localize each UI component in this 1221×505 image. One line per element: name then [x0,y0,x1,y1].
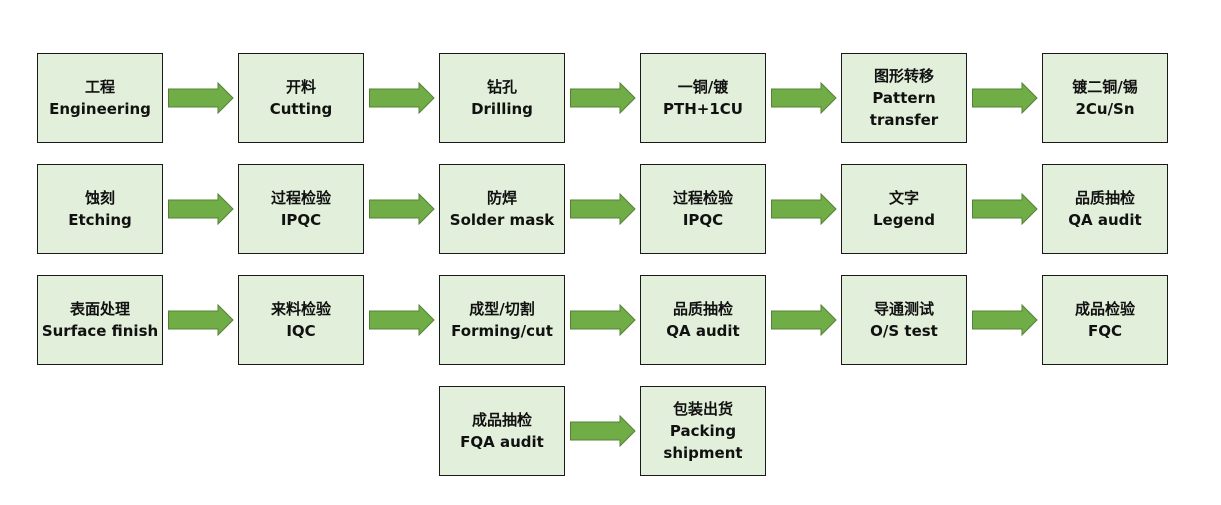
step-box-fqc: 成品检验 FQC [1042,275,1168,365]
flow-arrow-icon [570,304,636,336]
flow-arrow-icon [369,193,435,225]
step-box-ipqc-1: 过程检验 IPQC [238,164,364,254]
step-label-zh: 表面处理 [69,300,130,318]
step-label-zh: 成品抽检 [471,411,532,429]
step-label-zh: 文字 [888,189,919,207]
flow-arrow-icon [972,193,1038,225]
step-label-zh: 钻孔 [486,78,517,96]
step-label-en: QA audit [666,322,740,340]
step-label-zh: 过程检验 [270,189,331,207]
step-box-copper-tin: 镀二铜/锡 2Cu/Sn [1042,53,1168,143]
flow-arrow-icon [972,82,1038,114]
step-box-drilling: 钻孔 Drilling [439,53,565,143]
flow-arrow-icon [570,193,636,225]
step-label-zh: 过程检验 [672,189,733,207]
step-box-pattern-transfer: 图形转移 Pattern transfer [841,53,967,143]
step-label-en: shipment [663,444,743,462]
flow-arrow-icon [570,415,636,447]
flow-arrow-icon [369,304,435,336]
step-label-en: Pattern [872,89,936,107]
step-box-etching: 蚀刻 Etching [37,164,163,254]
flow-arrow-icon [771,82,837,114]
step-label-en: FQA audit [460,433,544,451]
step-label-zh: 蚀刻 [84,189,115,207]
step-label-zh: 导通测试 [873,300,934,318]
step-label-zh: 品质抽检 [1074,189,1135,207]
step-label-en: Surface finish [41,322,159,340]
step-label-zh: 镀二铜/锡 [1072,78,1138,96]
step-label-zh: 成型/切割 [469,300,535,318]
step-label-en: Solder mask [449,211,555,229]
step-box-fqa-audit: 成品抽检 FQA audit [439,386,565,476]
step-box-qa-audit-1: 品质抽检 QA audit [1042,164,1168,254]
step-label-zh: 成品检验 [1074,300,1135,318]
step-label-zh: 品质抽检 [672,300,733,318]
step-label-en: IPQC [280,211,322,229]
step-box-iqc: 来料检验 IQC [238,275,364,365]
step-label-zh: 一铜/镀 [677,78,729,96]
flow-arrow-icon [168,193,234,225]
step-label-en: Forming/cut [451,322,553,340]
step-label-en: Packing [669,422,737,440]
step-label-en: Engineering [49,100,151,118]
step-box-legend: 文字 Legend [841,164,967,254]
step-label-en: Etching [68,211,132,229]
step-box-cutting: 开料 Cutting [238,53,364,143]
step-label-en: QA audit [1068,211,1142,229]
step-label-en: Cutting [269,100,333,118]
step-box-engineering: 工程 Engineering [37,53,163,143]
step-label-en: O/S test [870,322,938,340]
flow-arrow-icon [168,82,234,114]
step-box-ipqc-2: 过程检验 IPQC [640,164,766,254]
step-box-surface-finish: 表面处理 Surface finish [37,275,163,365]
step-label-zh: 工程 [84,78,115,96]
step-label-zh: 来料检验 [270,300,331,318]
step-box-os-test: 导通测试 O/S test [841,275,967,365]
step-box-qa-audit-2: 品质抽检 QA audit [640,275,766,365]
step-box-pth: 一铜/镀 PTH+1CU [640,53,766,143]
step-label-en: IPQC [682,211,724,229]
flow-arrow-icon [972,304,1038,336]
step-box-forming-cut: 成型/切割 Forming/cut [439,275,565,365]
step-label-en: transfer [869,111,939,129]
step-label-zh: 图形转移 [873,67,934,85]
flow-arrow-icon [168,304,234,336]
step-label-en: IQC [286,322,316,340]
step-label-en: Legend [872,211,936,229]
step-label-en: Drilling [471,100,533,118]
step-label-zh: 开料 [285,78,316,96]
step-label-en: 2Cu/Sn [1075,100,1135,118]
flow-arrow-icon [771,193,837,225]
step-label-zh: 防焊 [486,189,517,207]
step-box-solder-mask: 防焊 Solder mask [439,164,565,254]
flow-arrow-icon [570,82,636,114]
flow-arrow-icon [771,304,837,336]
step-box-packing-shipment: 包装出货 Packing shipment [640,386,766,476]
flow-arrow-icon [369,82,435,114]
step-label-zh: 包装出货 [672,400,733,418]
step-label-en: FQC [1087,322,1122,340]
step-label-en: PTH+1CU [663,100,743,118]
